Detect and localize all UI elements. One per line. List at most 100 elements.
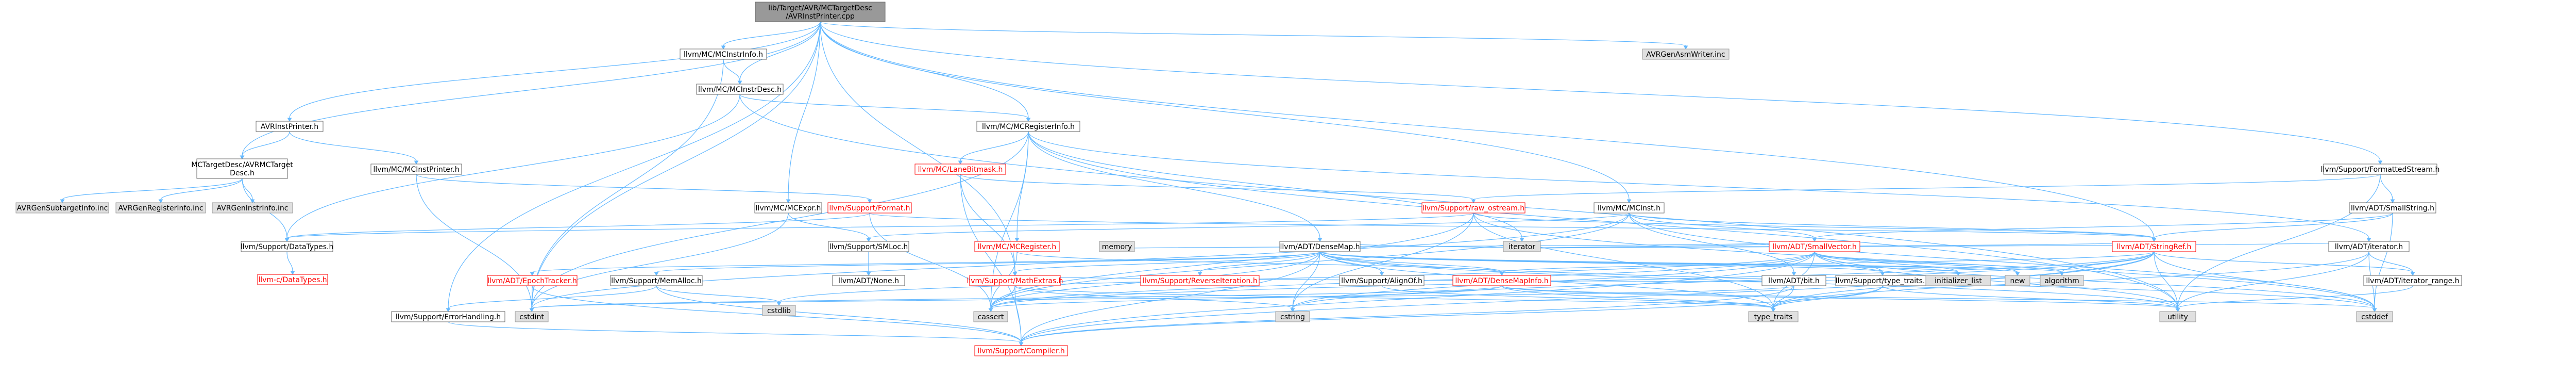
arrowhead-support_type_traits <box>1880 272 1885 276</box>
node-label: cstddef <box>2361 313 2388 321</box>
node-mc-register[interactable]: llvm/MC/MCRegister.h <box>974 241 1060 252</box>
arrowhead-adt_small_string <box>2390 199 2395 203</box>
arrowhead-support_compiler <box>1019 342 1024 346</box>
node-support-error-handling[interactable]: llvm/Support/ErrorHandling.h <box>391 311 505 322</box>
edge-mc_expr-to-cstdint <box>531 212 789 309</box>
node-adt-string-ref[interactable]: llvm/ADT/StringRef.h <box>2112 241 2196 252</box>
node-box <box>196 158 288 179</box>
edge-support_formatted_stream-to-adt_small_string <box>2380 174 2393 200</box>
edge-mc_inst-to-adt_string_ref <box>1629 212 2155 239</box>
node-box <box>2040 275 2084 286</box>
node-support-formatted-stream[interactable]: llvm/Support/FormattedStream.h <box>2321 164 2440 175</box>
edge-adt_small_vector-to-cstring <box>1292 251 1815 309</box>
node-label: llvm/Support/MemAlloc.h <box>611 277 702 285</box>
node-type-traits: type_traits <box>1748 311 1799 322</box>
node-mc-register-info[interactable]: llvm/MC/MCRegisterInfo.h <box>976 121 1080 132</box>
node-support-smloc[interactable]: llvm/Support/SMLoc.h <box>828 241 909 252</box>
node-support-compiler[interactable]: llvm/Support/Compiler.h <box>974 345 1068 356</box>
node-adt-bit[interactable]: llvm/ADT/bit.h <box>1761 275 1826 286</box>
edge-adt_iterator_range-to-utility <box>2177 285 2413 309</box>
node-algorithm: algorithm <box>2040 275 2084 286</box>
edge-adt_bit-to-cstdint <box>531 285 1794 309</box>
node-label: llvm/ADT/SmallVector.h <box>1772 243 1857 251</box>
node-support-data-types[interactable]: llvm/Support/DataTypes.h <box>241 241 334 252</box>
node-mc-lane-bitmask[interactable]: llvm/MC/LaneBitmask.h <box>914 164 1006 175</box>
node-new: new <box>2005 275 2030 286</box>
node-box <box>256 121 324 132</box>
node-adt-none[interactable]: llvm/ADT/None.h <box>832 275 905 286</box>
edge-adt_dense_map-to-adt_dense_map_info <box>1319 251 1502 273</box>
edge-avr_mc_target_desc-to-avr_gen_subtarget <box>62 178 243 200</box>
node-support-mem-alloc[interactable]: llvm/Support/MemAlloc.h <box>610 275 703 286</box>
node-label: llvm/ADT/DenseMapInfo.h <box>1455 277 1548 285</box>
node-adt-small-vector[interactable]: llvm/ADT/SmallVector.h <box>1769 241 1860 252</box>
arrowhead-adt_dense_map <box>1317 238 1323 242</box>
arrowhead-type_traits <box>1771 308 1776 312</box>
arrowhead-support_reverse_iteration <box>1197 272 1202 276</box>
node-mc-inst[interactable]: llvm/MC/MCInst.h <box>1594 202 1665 214</box>
node-cstddef: cstddef <box>2356 311 2393 322</box>
node-support-type-traits[interactable]: llvm/Support/type_traits.h <box>1835 275 1930 286</box>
edge-mc_inst_printer-to-cstdint <box>416 174 532 309</box>
node-adt-iterator[interactable]: llvm/ADT/iterator.h <box>2328 241 2410 252</box>
edge-support_raw_ostream-to-cassert <box>990 212 1474 309</box>
edge-support_mem_alloc-to-cstdlib <box>656 285 779 303</box>
node-label: llvm/MC/MCRegisterInfo.h <box>982 123 1075 131</box>
arrowhead-utility <box>2175 308 2180 312</box>
arrowhead-new <box>2015 272 2020 276</box>
node-box <box>370 164 462 175</box>
node-box <box>1275 311 1310 322</box>
node-mc-expr[interactable]: llvm/MC/MCExpr.h <box>754 202 822 214</box>
node-box <box>827 202 912 214</box>
node-box <box>1279 241 1361 252</box>
node-c-data-types[interactable]: llvm-c/DataTypes.h <box>257 274 328 285</box>
node-label: llvm/MC/MCInstPrinter.h <box>373 166 459 174</box>
arrowhead-support_data_types <box>284 238 290 242</box>
node-label: llvm/Support/type_traits.h <box>1836 277 1930 285</box>
node-box <box>2349 202 2436 214</box>
node-support-math-extras[interactable]: llvm/Support/MathExtras.h <box>967 275 1063 286</box>
node-label: AVRGenSubtargetInfo.inc <box>17 204 108 212</box>
edge-support_raw_ostream-to-adt_string_ref <box>1473 212 2155 239</box>
node-label: MCTargetDesc/AVRMCTarget <box>191 161 293 169</box>
edge-mc_inst-to-support_smloc <box>868 212 1630 239</box>
arrowhead-support_align_of <box>1379 272 1384 276</box>
node-adt-dense-map[interactable]: llvm/ADT/DenseMap.h <box>1279 241 1361 252</box>
edge-adt_iterator-to-utility <box>2177 251 2369 309</box>
node-label: lib/Target/AVR/MCTargetDesc <box>768 4 872 12</box>
edge-root-to-cstdint <box>531 21 821 309</box>
node-support-raw-ostream[interactable]: llvm/Support/raw_ostream.h <box>1421 202 1526 214</box>
node-avr-inst-printer[interactable]: AVRInstPrinter.h <box>256 121 324 132</box>
arrowhead-mc_inst_printer <box>414 160 419 165</box>
node-box <box>1140 275 1260 286</box>
node-cstdlib: cstdlib <box>762 305 796 316</box>
edge-root-to-mc_instr_desc <box>739 21 821 81</box>
edge-root-to-avr_inst_printer <box>289 21 821 119</box>
arrowhead-avr_gen_subtarget <box>60 199 65 203</box>
node-mc-instr-info[interactable]: llvm/MC/MCInstrInfo.h <box>680 48 767 60</box>
edge-adt_dense_map-to-utility <box>1319 251 2178 309</box>
node-box <box>832 275 905 286</box>
edge-adt_small_vector-to-algorithm <box>1814 251 2062 273</box>
node-support-reverse-iteration[interactable]: llvm/Support/ReverseIteration.h <box>1140 275 1260 286</box>
node-mc-inst-printer[interactable]: llvm/MC/MCInstPrinter.h <box>370 164 462 175</box>
node-adt-epoch-tracker[interactable]: llvm/ADT/EpochTracker.h <box>487 275 578 286</box>
edge-root-to-adt_string_ref <box>820 21 2155 239</box>
arrowhead-support_format <box>867 199 872 203</box>
node-support-format[interactable]: llvm/Support/Format.h <box>827 202 912 214</box>
node-adt-dense-map-info[interactable]: llvm/ADT/DenseMapInfo.h <box>1452 275 1551 286</box>
node-label: memory <box>1102 243 1132 251</box>
arrowhead-adt_dense_map_info <box>1499 272 1504 276</box>
node-avr-gen-subtarget: AVRGenSubtargetInfo.inc <box>15 202 109 214</box>
node-label: llvm/ADT/bit.h <box>1768 277 1820 285</box>
arrowhead-adt_string_ref <box>2151 238 2157 242</box>
node-support-align-of[interactable]: llvm/Support/AlignOf.h <box>1339 275 1425 286</box>
node-adt-small-string[interactable]: llvm/ADT/SmallString.h <box>2349 202 2436 214</box>
node-mc-instr-desc[interactable]: llvm/MC/MCInstrDesc.h <box>696 84 784 95</box>
edge-adt_small_vector-to-cstdlib <box>778 251 1815 303</box>
edge-adt_small_vector-to-initializer_list <box>1814 251 1959 273</box>
arrowhead-mc_register <box>1014 238 1020 242</box>
node-label: initializer_list <box>1935 277 1982 285</box>
node-adt-iterator-range[interactable]: llvm/ADT/iterator_range.h <box>2363 275 2462 286</box>
